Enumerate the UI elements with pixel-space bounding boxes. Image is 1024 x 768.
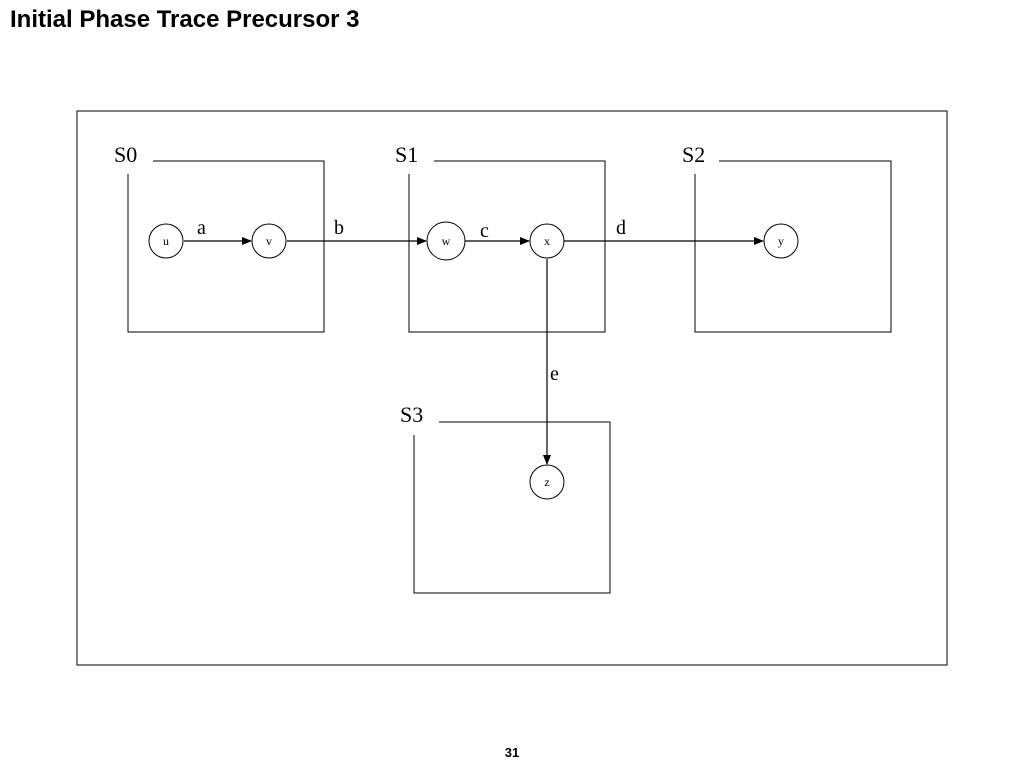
state-box-s2: S2	[682, 142, 892, 333]
state-box-s3: S3	[400, 402, 611, 594]
state-label: S3	[400, 402, 423, 427]
node-z: z	[529, 464, 565, 500]
edge-c: c	[465, 220, 530, 245]
state-box-s0: S0	[114, 142, 325, 333]
state-box-s1: S1	[395, 142, 606, 333]
state-label: S2	[682, 142, 705, 167]
edge-label: b	[334, 217, 344, 239]
edge-label: a	[197, 217, 206, 239]
node-u: u	[148, 223, 184, 259]
node-label: x	[544, 234, 550, 248]
node-y: y	[763, 223, 799, 259]
node-x: x	[529, 223, 565, 259]
edge-label: c	[480, 220, 489, 242]
edge-a: a	[184, 217, 252, 245]
node-v: v	[251, 223, 287, 259]
node-label: y	[778, 234, 784, 248]
node-label: z	[544, 475, 549, 489]
edge-d: d	[564, 217, 764, 245]
edge-label: d	[616, 217, 626, 239]
node-w: w	[426, 221, 466, 261]
slide-title: Initial Phase Trace Precursor 3	[10, 6, 360, 33]
edge-b: b	[287, 217, 427, 245]
state-label: S0	[114, 142, 137, 167]
page-number: 31	[504, 745, 520, 760]
node-label: w	[442, 234, 451, 248]
edge-e: e	[543, 259, 559, 465]
node-label: u	[163, 234, 169, 248]
node-label: v	[266, 234, 272, 248]
edge-label: e	[550, 363, 559, 385]
state-label: S1	[395, 142, 418, 167]
diagram-frame	[76, 110, 948, 666]
